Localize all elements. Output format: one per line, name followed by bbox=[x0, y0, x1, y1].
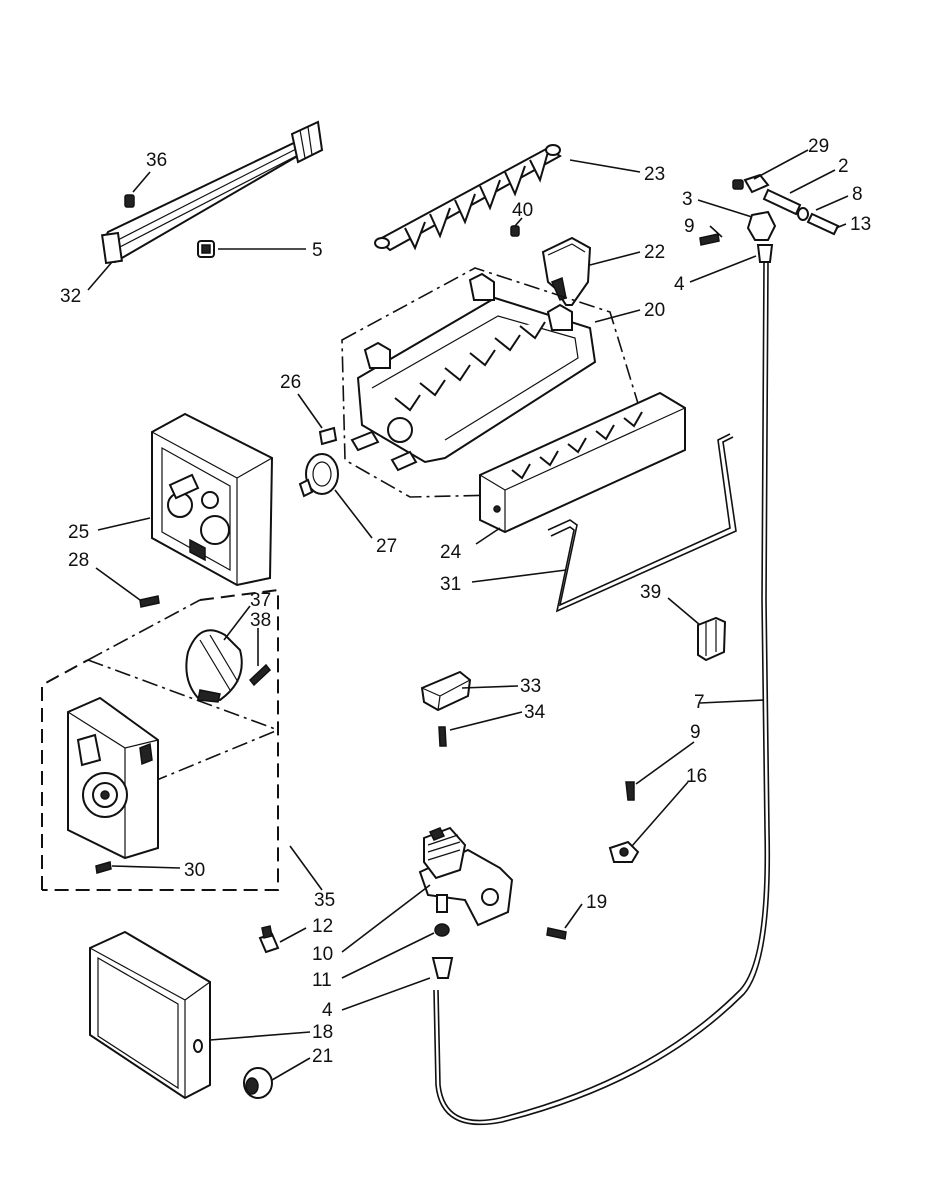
clip-39-part bbox=[697, 616, 727, 662]
callout-20: 20 bbox=[644, 300, 665, 321]
callout-32: 32 bbox=[60, 286, 81, 307]
screw-40-part bbox=[510, 225, 520, 237]
fill-cup-part bbox=[541, 236, 592, 306]
callout-2: 2 bbox=[838, 156, 849, 177]
callout-31: 31 bbox=[440, 574, 461, 595]
mold-assembly-part bbox=[341, 267, 641, 498]
cap-12-part bbox=[258, 925, 280, 954]
callout-26: 26 bbox=[280, 372, 301, 393]
screw-34-part bbox=[438, 726, 447, 747]
callout-34: 34 bbox=[524, 702, 546, 723]
connector-5-part bbox=[197, 240, 215, 258]
motor-37-part bbox=[185, 629, 243, 703]
shutoff-arm-part bbox=[547, 433, 737, 613]
thermostat-27-part bbox=[298, 453, 339, 498]
callout-labels: 36 5 32 23 40 22 20 29 2 3 8 9 13 4 26 2… bbox=[60, 136, 871, 1067]
nut-11-part bbox=[434, 923, 450, 937]
callout-9-mid: 9 bbox=[690, 722, 701, 743]
bracket-33-part bbox=[420, 670, 472, 712]
callout-5: 5 bbox=[312, 240, 323, 261]
module-housing-part bbox=[151, 412, 274, 587]
callout-36: 36 bbox=[146, 150, 167, 171]
screw-38-part bbox=[248, 663, 272, 687]
callout-35: 35 bbox=[314, 890, 335, 911]
callout-22: 22 bbox=[644, 242, 665, 263]
callout-21: 21 bbox=[312, 1046, 333, 1067]
screw-36-part bbox=[124, 194, 135, 208]
callout-4-bottom: 4 bbox=[322, 1000, 333, 1021]
callout-18: 18 bbox=[312, 1022, 333, 1043]
clamp-16-part bbox=[608, 840, 640, 863]
callout-40: 40 bbox=[512, 200, 533, 221]
ejector-blade-part bbox=[374, 144, 562, 252]
callout-12: 12 bbox=[312, 916, 333, 937]
fitting-4-part bbox=[431, 957, 454, 979]
callout-4-top: 4 bbox=[674, 274, 685, 295]
callout-33: 33 bbox=[520, 676, 541, 697]
water-inlet-fitting-part bbox=[699, 173, 840, 263]
callout-25: 25 bbox=[68, 522, 89, 543]
screw-28-part bbox=[139, 595, 160, 608]
knob-21-part bbox=[243, 1067, 273, 1099]
clip-26-part bbox=[318, 426, 338, 446]
callout-19: 19 bbox=[586, 892, 607, 913]
callout-3: 3 bbox=[682, 189, 693, 210]
callout-24: 24 bbox=[440, 542, 462, 563]
module-plate-part bbox=[67, 696, 159, 860]
callout-28: 28 bbox=[68, 550, 89, 571]
water-tube-part bbox=[433, 261, 771, 1126]
callout-13: 13 bbox=[850, 214, 871, 235]
callout-16: 16 bbox=[686, 766, 707, 787]
ice-stripper-part bbox=[479, 391, 686, 534]
leader-lines bbox=[87, 149, 849, 1081]
callout-37: 37 bbox=[250, 590, 271, 611]
callout-11: 11 bbox=[312, 970, 332, 991]
module-group-frame bbox=[41, 588, 279, 891]
water-valve-part bbox=[418, 826, 514, 927]
screw-30-part bbox=[95, 861, 112, 874]
callout-9-top: 9 bbox=[684, 216, 695, 237]
callout-30: 30 bbox=[184, 860, 205, 881]
callout-38: 38 bbox=[250, 610, 271, 631]
callout-29: 29 bbox=[808, 136, 829, 157]
callout-8: 8 bbox=[852, 184, 863, 205]
callout-39: 39 bbox=[640, 582, 661, 603]
callout-7: 7 bbox=[694, 692, 705, 713]
screw-9-part bbox=[625, 781, 635, 801]
wire-harness-part bbox=[100, 120, 324, 265]
screw-19-part bbox=[546, 927, 567, 940]
front-cover-part bbox=[89, 930, 211, 1100]
callout-10: 10 bbox=[312, 944, 333, 965]
callout-23: 23 bbox=[644, 164, 665, 185]
callout-27: 27 bbox=[376, 536, 397, 557]
